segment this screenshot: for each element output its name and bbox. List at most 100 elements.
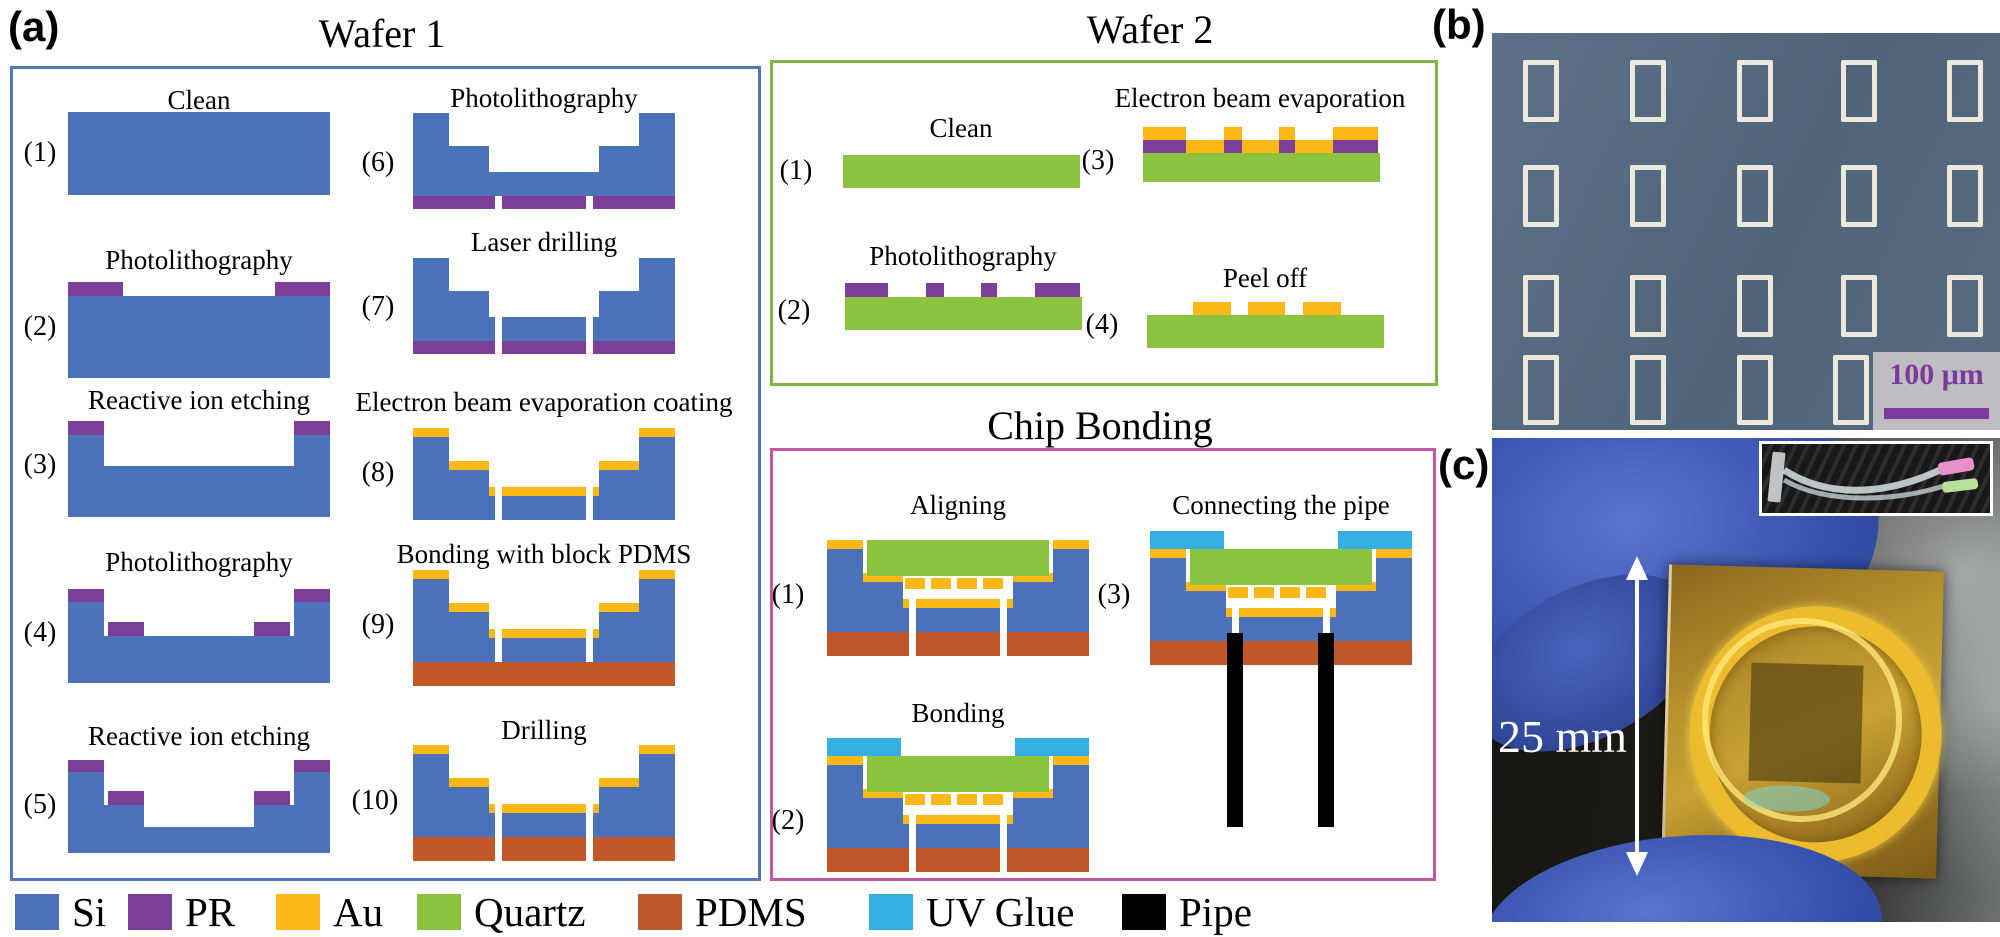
micro-rect	[1630, 355, 1666, 425]
uv-glue-label: UV Glue	[926, 888, 1075, 935]
needle-hub-green	[1941, 478, 1979, 493]
bonding-step2-num: (2)	[771, 805, 805, 836]
wafer1-step10-diagram	[413, 745, 675, 861]
wafer1-step9-diagram	[413, 570, 675, 686]
bonding-step3-diagram	[1150, 531, 1412, 827]
micro-rect	[1947, 60, 1983, 122]
wafer2-step3-num: (3)	[1081, 145, 1115, 176]
wafer1-step2-num: (2)	[23, 311, 57, 342]
panel-b-label: (b)	[1432, 1, 1486, 48]
wafer1-step7-num: (7)	[361, 291, 395, 322]
wafer1-step8-diagram	[413, 428, 675, 520]
wafer1-step4-caption: Photolithography	[105, 547, 293, 577]
bonding-step2-caption: Bonding	[911, 698, 1005, 728]
micro-rect	[1523, 355, 1559, 425]
legend-item-si: Si	[15, 890, 106, 934]
tube-1	[1782, 466, 1942, 494]
wafer1-step3-num: (3)	[23, 449, 57, 480]
micro-rect	[1833, 355, 1869, 425]
quartz-label: Quartz	[474, 888, 586, 935]
dimension-arrowhead-up	[1626, 556, 1648, 580]
micro-rect	[1841, 60, 1877, 122]
wafer1-step9-caption: Bonding with block PDMS	[396, 539, 692, 569]
dimension-arrow-line	[1635, 578, 1639, 854]
pr-swatch	[128, 894, 172, 930]
wafer1-step6-caption: Photolithography	[450, 83, 638, 113]
micro-rect	[1737, 355, 1773, 425]
bonding-step1-num: (1)	[771, 579, 805, 610]
wafer1-step5-caption: Reactive ion etching	[88, 721, 310, 751]
needle-hub-pink	[1937, 457, 1975, 476]
bonding-step3-num: (3)	[1097, 579, 1131, 610]
wafer1-step8-num: (8)	[361, 457, 395, 488]
tubing-inset	[1759, 441, 1993, 516]
wafer1-title: Wafer 1	[318, 11, 446, 56]
pdms-swatch	[638, 894, 682, 930]
wafer1-step9-num: (9)	[361, 609, 395, 640]
wafer2-step2-num: (2)	[777, 295, 811, 326]
pipe-label: Pipe	[1179, 888, 1252, 935]
au-swatch	[276, 894, 320, 930]
legend-item-pr: PR	[128, 890, 235, 934]
micro-rect	[1841, 275, 1877, 337]
wafer1-step3-diagram	[68, 421, 330, 517]
chip-core-window	[1748, 662, 1864, 784]
wafer2-step1-num: (1)	[779, 155, 813, 186]
wafer1-step6-num: (6)	[361, 147, 395, 178]
wafer1-step4-diagram	[68, 589, 330, 683]
wafer1-step4-num: (4)	[23, 617, 57, 648]
micro-rect	[1523, 165, 1559, 227]
wafer1-step2-diagram	[68, 282, 330, 378]
scale-box: 100 μm	[1873, 352, 2000, 430]
chip-bonding-box	[770, 448, 1436, 881]
micro-rect	[1737, 60, 1773, 122]
pipe-swatch	[1122, 894, 1166, 930]
wafer1-step5-num: (5)	[23, 789, 57, 820]
uv-glue-swatch	[869, 894, 913, 930]
chip-bonding-title: Chip Bonding	[987, 403, 1213, 448]
legend-item-quartz: Quartz	[417, 890, 586, 934]
si-swatch	[15, 894, 59, 930]
wafer1-step8-caption: Electron beam evaporation coating	[355, 387, 733, 417]
panel-c-label: (c)	[1438, 441, 1490, 488]
wafer1-step6-diagram	[413, 113, 675, 209]
scale-bar-label: 100 μm	[1889, 358, 1984, 391]
legend-item-uv-glue: UV Glue	[869, 890, 1074, 934]
pr-label: PR	[185, 888, 236, 935]
chip-photo	[1661, 564, 1945, 879]
scale-bar	[1884, 408, 1989, 419]
tubing-inset-drawing	[1767, 451, 1979, 503]
micro-rect	[1630, 275, 1666, 337]
wafer1-step1-num: (1)	[23, 137, 57, 168]
panel-b-micrograph: 100 μm	[1492, 33, 2000, 430]
connector-metal	[1767, 451, 1786, 503]
wafer2-step3-caption: Electron beam evaporation	[1114, 83, 1406, 113]
wafer2-step2-diagram	[845, 283, 1082, 330]
wafer1-step3-caption: Reactive ion etching	[88, 385, 310, 415]
wafer2-step3-diagram	[1143, 127, 1380, 182]
micro-rect	[1630, 60, 1666, 122]
wafer2-step4-diagram	[1147, 302, 1384, 348]
quartz-swatch	[417, 894, 461, 930]
wafer1-step10-num: (10)	[351, 785, 399, 816]
legend-item-pdms: PDMS	[638, 890, 807, 934]
micro-rect	[1523, 275, 1559, 337]
wafer1-step7-caption: Laser drilling	[470, 227, 618, 257]
bonding-step1-diagram	[827, 540, 1089, 656]
wafer2-step1-diagram	[843, 155, 1080, 188]
micro-rect	[1737, 275, 1773, 337]
micro-rect	[1947, 165, 1983, 227]
bonding-step1-caption: Aligning	[909, 490, 1006, 520]
panel-a-label: (a)	[8, 3, 60, 50]
micro-rect	[1947, 275, 1983, 337]
micro-rect	[1841, 165, 1877, 227]
pdms-label: PDMS	[695, 888, 807, 935]
au-label: Au	[333, 888, 384, 935]
legend-item-pipe: Pipe	[1122, 890, 1252, 934]
panel-c-photo: 25 mm	[1492, 438, 2000, 922]
legend-item-au: Au	[276, 890, 383, 934]
wafer1-step7-diagram	[413, 258, 675, 354]
wafer2-step4-caption: Peel off	[1222, 263, 1308, 293]
micro-rect	[1630, 165, 1666, 227]
